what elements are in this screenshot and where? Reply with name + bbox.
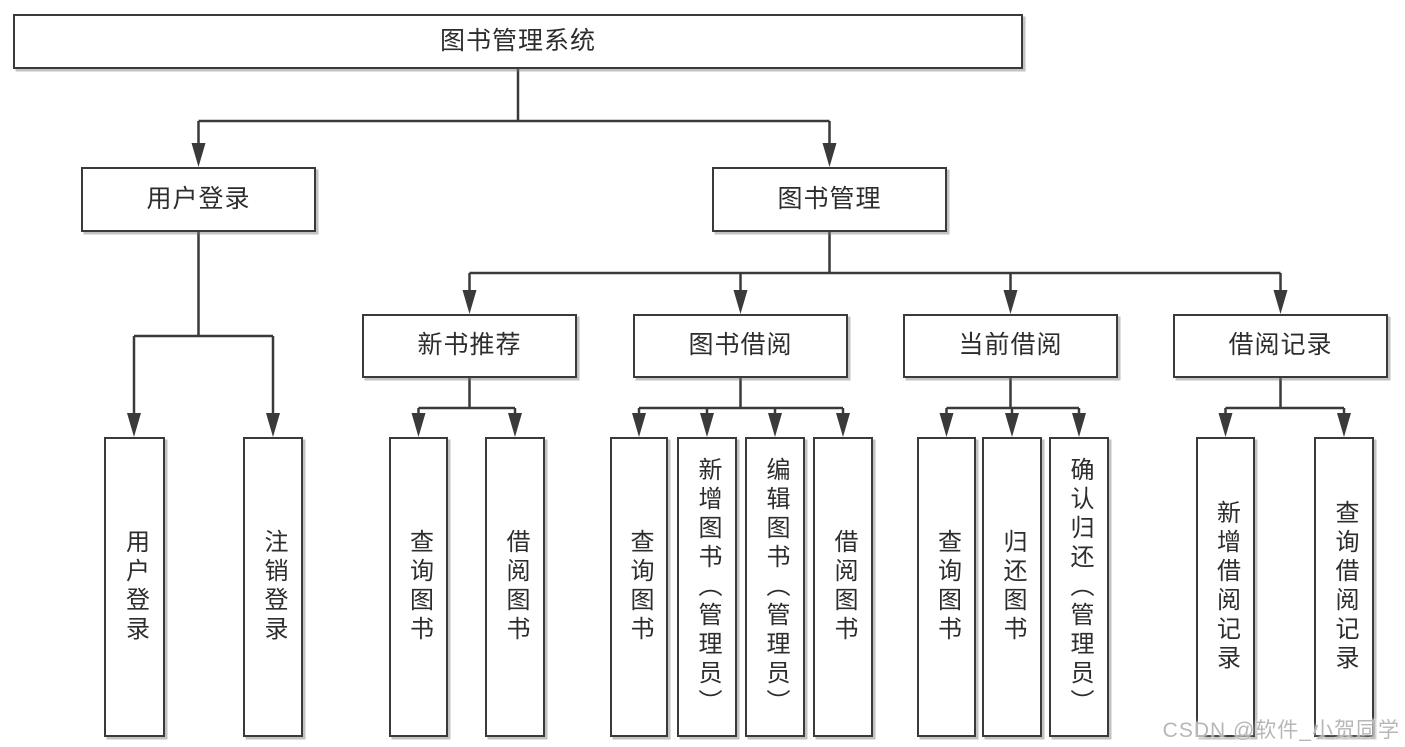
node-root: 图书管理系统 xyxy=(13,14,1023,69)
arrowhead-triangles xyxy=(127,143,1351,437)
leaf-confirm-return-admin: 确认归还（管理员） xyxy=(1049,437,1109,737)
leaf-query-borrow-record: 查询借阅记录 xyxy=(1314,437,1374,737)
leaf-logout: 注销登录 xyxy=(243,437,303,737)
node-user-login: 用户登录 xyxy=(81,167,316,232)
leaf-add-book-admin: 新增图书（管理员） xyxy=(677,437,737,737)
leaf-edit-book-admin: 编辑图书（管理员） xyxy=(745,437,805,737)
leaf-return-books: 归还图书 xyxy=(982,437,1042,737)
leaf-query-books-recommend: 查询图书 xyxy=(389,437,448,737)
watermark: CSDN @软件_小贺同学 xyxy=(1162,719,1400,742)
leaf-user-login: 用户登录 xyxy=(104,437,165,737)
leaf-borrow-books: 借阅图书 xyxy=(813,437,873,737)
leaf-borrow-books-recommend: 借阅图书 xyxy=(485,437,545,737)
node-current-borrowing: 当前借阅 xyxy=(903,314,1118,378)
leaf-add-borrow-record: 新增借阅记录 xyxy=(1196,437,1255,737)
node-borrowing-records: 借阅记录 xyxy=(1173,314,1388,378)
node-new-book-recommend: 新书推荐 xyxy=(362,314,577,378)
leaf-query-books-current: 查询图书 xyxy=(917,437,976,737)
node-book-borrowing: 图书借阅 xyxy=(633,314,848,378)
node-book-management: 图书管理 xyxy=(712,167,947,232)
leaf-query-books-borrowing: 查询图书 xyxy=(610,437,668,737)
